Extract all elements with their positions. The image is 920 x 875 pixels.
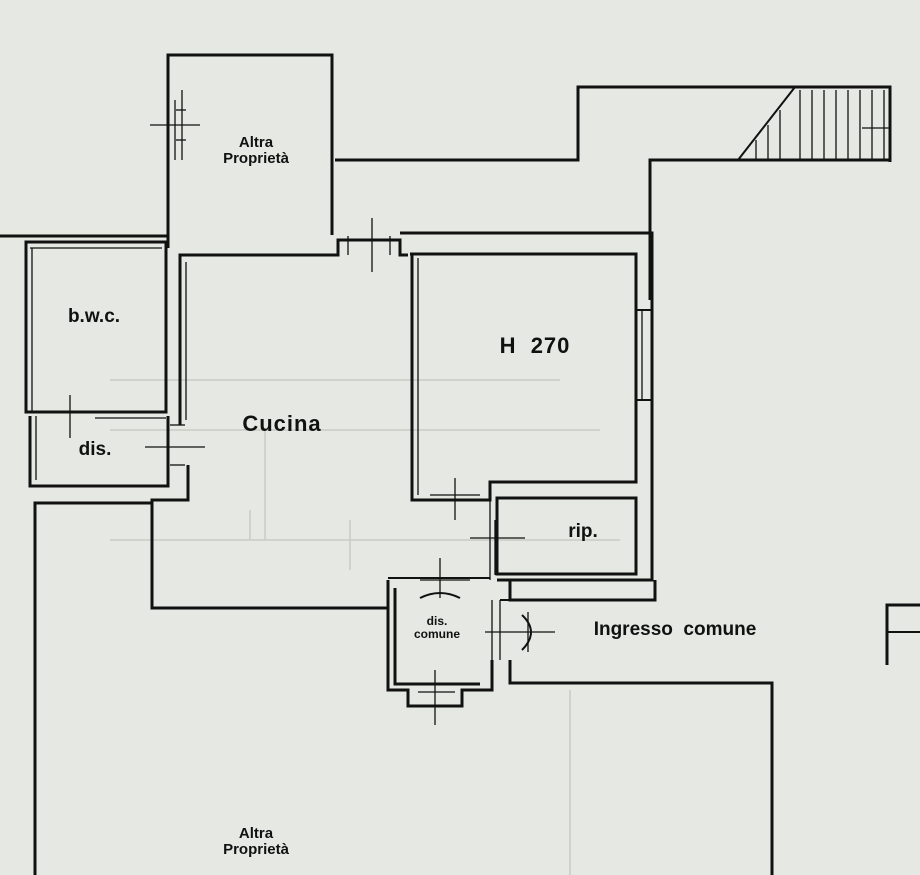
stair-treads — [755, 90, 890, 160]
label-h270: H 270 — [499, 333, 571, 358]
label-altra-proprieta-top: Altra Proprietà — [223, 134, 289, 167]
room-rip — [470, 496, 638, 580]
label-ingresso-comune: Ingresso comune — [593, 619, 757, 640]
label-bwc: b.w.c. — [67, 306, 121, 327]
room-h270 — [400, 231, 654, 582]
room-dis — [28, 395, 205, 488]
label-dis-comune: dis. comune — [413, 614, 460, 641]
label-rip: rip. — [568, 521, 598, 542]
room-altra-proprieta-bottom — [33, 501, 774, 875]
room-cucina — [150, 218, 408, 610]
faint-background-lines — [110, 379, 620, 875]
label-cucina: Cucina — [242, 411, 322, 436]
entrance-marker — [485, 580, 657, 652]
label-altra-proprieta-bottom: Altra Proprietà — [223, 825, 289, 858]
label-dis: dis. — [78, 439, 112, 460]
room-altra-proprieta-top — [150, 53, 334, 248]
label-edge-letter: P — [892, 604, 918, 605]
room-dis-comune — [386, 558, 512, 725]
top-right-wall — [335, 85, 892, 300]
edge-letter-outline — [885, 603, 920, 665]
